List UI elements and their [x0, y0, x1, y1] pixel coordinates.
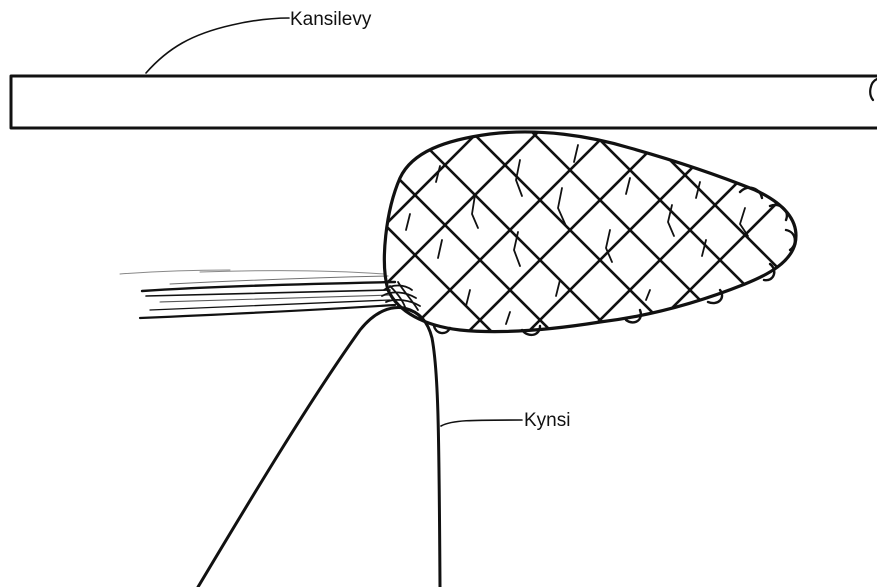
specimen-body	[380, 130, 820, 340]
cover-label: Kansilevy	[290, 9, 372, 30]
claw-leader-line	[441, 420, 522, 426]
cover-leader-line	[146, 18, 289, 73]
cover-slip	[11, 76, 877, 128]
claw-label: Kynsi	[524, 410, 570, 431]
specimen-stalk	[120, 270, 395, 318]
claw-outline	[198, 308, 440, 587]
